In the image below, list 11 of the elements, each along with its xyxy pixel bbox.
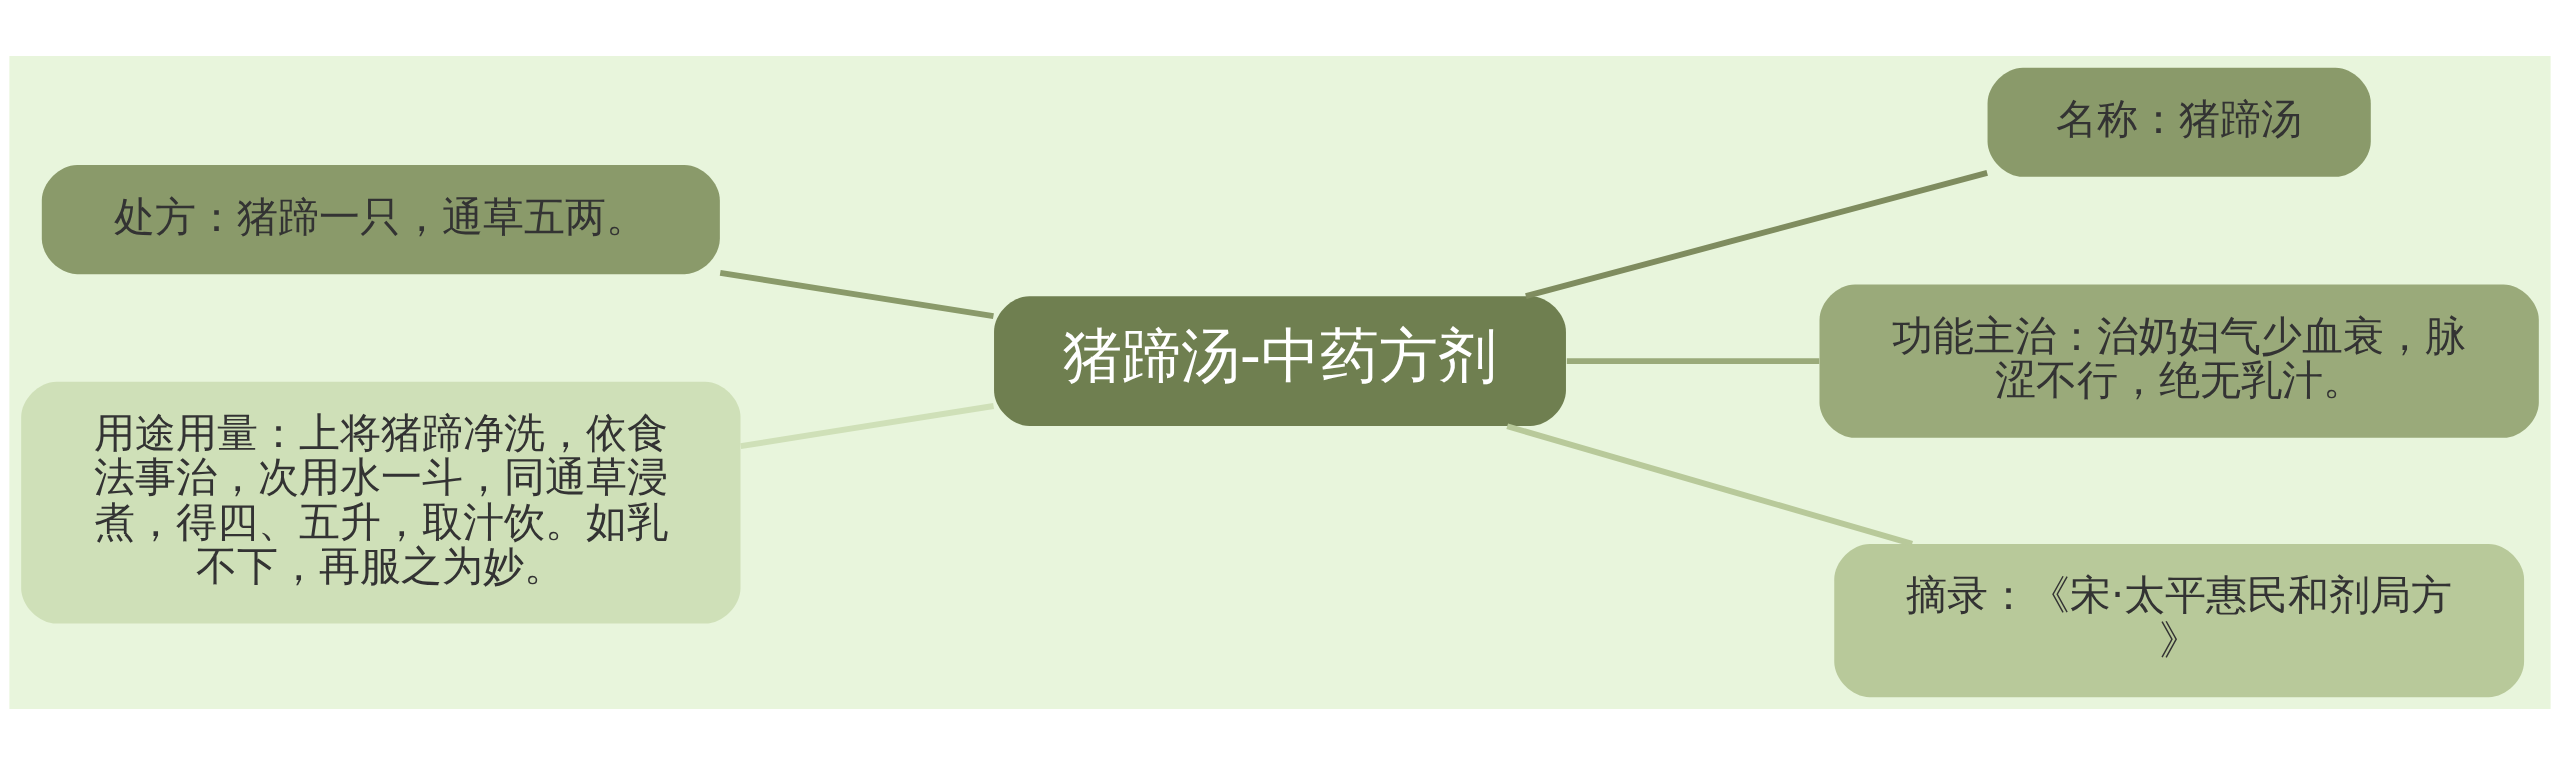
connector	[1506, 422, 1913, 547]
connector	[719, 269, 994, 319]
node-box: 功能主治：治奶妇气少血衰，脉涩不行，绝无乳汁。	[1819, 284, 2539, 438]
connector	[1525, 169, 1988, 299]
node-box: 用途用量：上将猪蹄净洗，依食法事治，次用水一斗，同通草浸煮，得四、五升，取汁饮。如乳不下，再服之为妙。	[21, 381, 741, 623]
node-box: 摘录：《宋·太平惠民和剂局方》	[1834, 543, 2525, 697]
node-box: 名称：猪蹄汤	[1987, 67, 2371, 177]
node-box: 处方：猪蹄一只，通草五两。	[41, 164, 720, 274]
connector	[740, 402, 994, 449]
node-box: 猪蹄汤-中药方剂	[994, 295, 1566, 426]
connector	[1566, 357, 1820, 364]
